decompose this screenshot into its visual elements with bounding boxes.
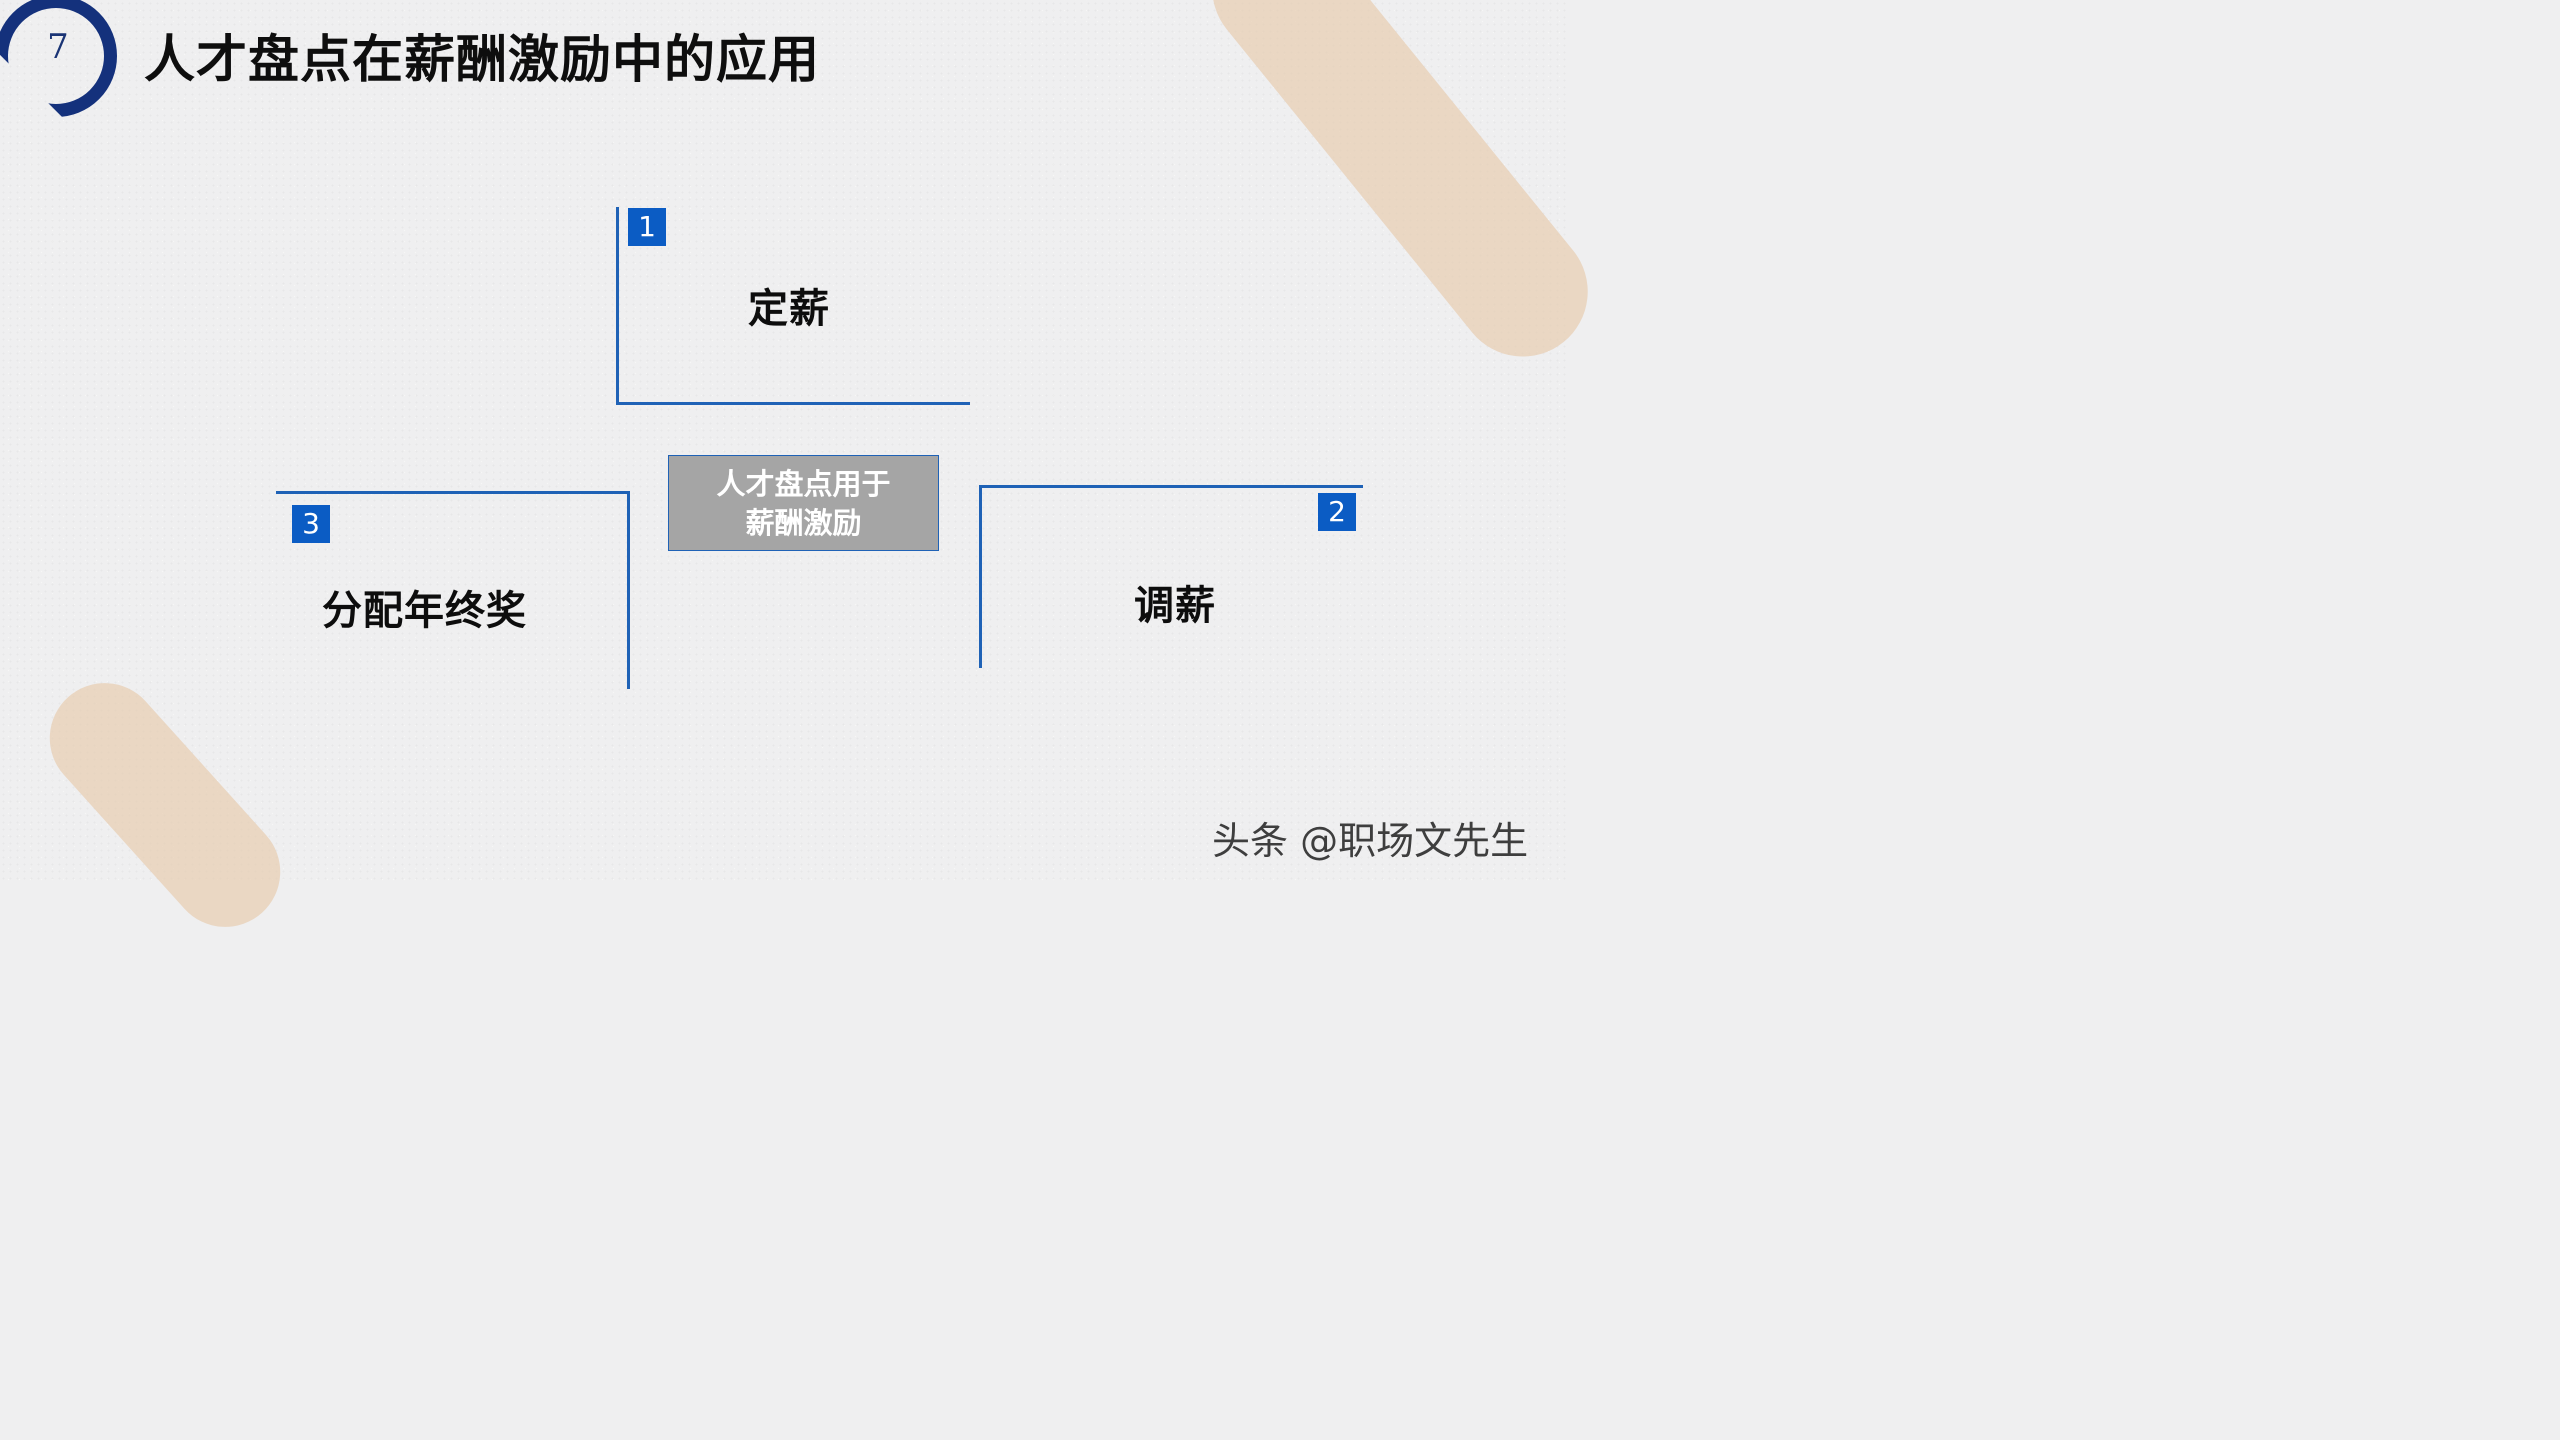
item-2-label: 调薪 bbox=[1134, 583, 1216, 629]
item-1-horizontal-line bbox=[616, 402, 970, 405]
item-3-vertical-line bbox=[627, 491, 630, 689]
center-topic-line-1: 人才盘点用于 bbox=[716, 467, 891, 501]
item-1-number-box: 1 bbox=[628, 208, 666, 246]
item-3-horizontal-line bbox=[276, 491, 630, 494]
decorative-stripe-bottom-left bbox=[27, 660, 303, 950]
decorative-stripe-top-right bbox=[1185, 0, 1615, 383]
item-2-horizontal-line bbox=[979, 485, 1363, 488]
item-3-number-box: 3 bbox=[292, 505, 330, 543]
item-1-label: 定薪 bbox=[748, 286, 830, 332]
item-1-vertical-line bbox=[616, 207, 619, 405]
slide-number: 7 bbox=[47, 27, 69, 67]
slide-title: 人才盘点在薪酬激励中的应用 bbox=[144, 31, 821, 90]
item-2-vertical-line bbox=[979, 485, 982, 668]
center-topic-line-2: 薪酬激励 bbox=[745, 506, 862, 540]
item-3-label: 分配年终奖 bbox=[322, 588, 527, 634]
center-topic-box: 人才盘点用于 薪酬激励 bbox=[668, 455, 939, 551]
item-2-number-box: 2 bbox=[1318, 493, 1356, 531]
source-watermark: 头条 @职场文先生 bbox=[1212, 819, 1529, 863]
